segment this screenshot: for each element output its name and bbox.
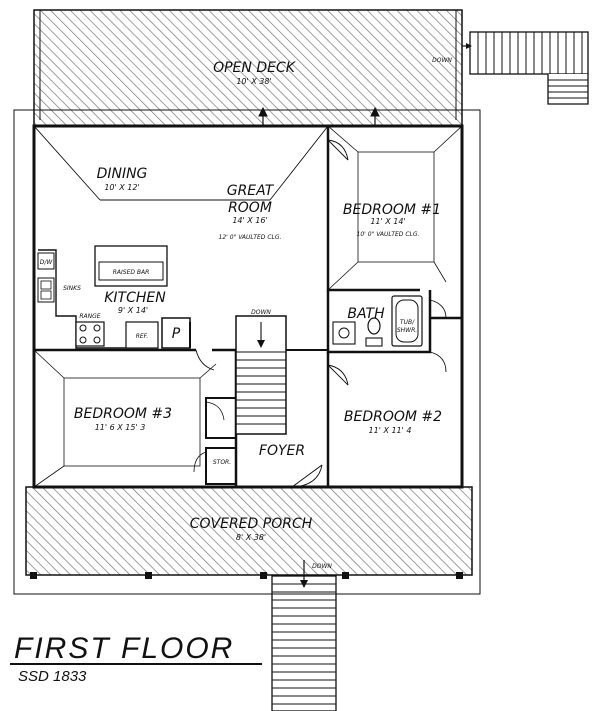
open-deck (33, 9, 463, 127)
bedroom2 (326, 351, 447, 487)
deck-stairs (462, 31, 589, 105)
tub-label-2: SHWR. (397, 327, 417, 334)
sinks-label: SINKS (63, 285, 81, 292)
bath-name: BATH (347, 306, 385, 322)
tub-label-1: TUB/ (400, 319, 415, 326)
great-room-dims: 14' X 16' (232, 216, 267, 225)
great-room-ceiling-lines (33, 125, 329, 201)
kitchen-name: KITCHEN (104, 290, 166, 306)
plan-subtitle: SSD 1833 (18, 668, 87, 685)
bedroom3-name: BEDROOM #3 (74, 406, 172, 422)
bedroom1-dims: 11' X 14' (370, 217, 405, 226)
bath (326, 290, 462, 354)
covered-porch-dims: 8' X 38' (236, 533, 266, 542)
foyer-name: FOYER (259, 443, 305, 459)
plan-title: FIRST FLOOR (14, 632, 234, 665)
open-deck-name: OPEN DECK (213, 60, 297, 76)
deck-down-label: DOWN (432, 57, 452, 64)
deck-door-arrows (258, 106, 380, 126)
pantry-label: P (172, 326, 181, 342)
covered-porch-name: COVERED PORCH (190, 516, 313, 532)
great-room-ceiling: 12' 0" VAULTED CLG. (219, 234, 282, 241)
dw-label: D/W (40, 259, 54, 266)
window-marks (32, 140, 464, 460)
range-label: RANGE (79, 313, 100, 320)
bedroom1-ceiling: 10' 0" VAULTED CLG. (357, 231, 420, 238)
bedroom2-dims: 11' X 11' 4 (369, 426, 412, 435)
raised-bar-label: RAISED BAR (113, 269, 150, 276)
ref-label: REF. (136, 333, 149, 340)
bedroom3-dims: 11' 6 X 15' 3 (95, 423, 146, 432)
interior-down-label: DOWN (251, 309, 271, 316)
kitchen-dims: 9' X 14' (118, 306, 148, 315)
open-deck-dims: 10' X 38' (236, 77, 271, 86)
great-room-name-2: ROOM (228, 200, 272, 216)
porch-stairs (271, 560, 337, 711)
kitchen (37, 245, 191, 349)
dining-name: DINING (97, 166, 148, 182)
storage-label: STOR. (213, 459, 231, 466)
bedroom2-name: BEDROOM #2 (344, 409, 442, 425)
interior-stairs (235, 315, 287, 435)
porch-posts (30, 572, 463, 579)
great-room-name-1: GREAT (227, 183, 275, 199)
covered-porch (25, 486, 473, 576)
porch-down-label: DOWN (312, 563, 332, 570)
dining-dims: 10' X 12' (104, 183, 139, 192)
foyer (286, 349, 328, 488)
bedroom1-name: BEDROOM #1 (343, 202, 441, 218)
